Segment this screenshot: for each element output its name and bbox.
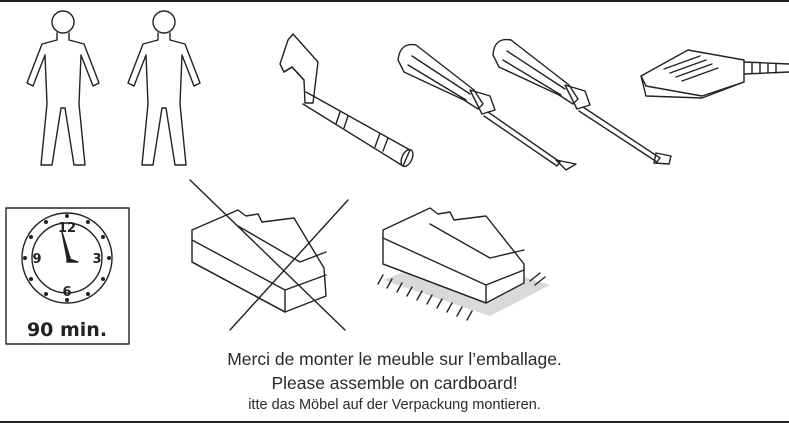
timer-dial — [23, 214, 111, 302]
illustration-panel: 12 3 6 9 90 min. — [5, 10, 789, 345]
dial-3: 3 — [92, 252, 101, 267]
timer-label: 90 min. — [27, 319, 107, 341]
top-border — [0, 0, 789, 2]
power-tool-icon — [640, 49, 789, 99]
instruction-en: Please assemble on cardboard! — [271, 373, 518, 393]
instruction-de: itte das Möbel auf der Verpackung montie… — [248, 397, 541, 413]
assembly-on-cardboard-icon — [377, 207, 550, 321]
flat-screwdriver-icon — [492, 38, 672, 165]
person-icon — [26, 10, 100, 166]
instruction-fr: Merci de monter le meuble sur l’emballag… — [227, 349, 562, 369]
phillips-screwdriver-icon — [397, 43, 577, 171]
dial-12: 12 — [58, 221, 76, 236]
person-icon — [127, 10, 201, 166]
hammer-icon — [279, 33, 414, 168]
assembly-not-on-floor-icon — [189, 179, 349, 331]
bottom-border — [0, 421, 789, 423]
timer-icon — [5, 207, 130, 345]
dial-6: 6 — [62, 285, 71, 300]
dial-9: 9 — [32, 252, 41, 267]
